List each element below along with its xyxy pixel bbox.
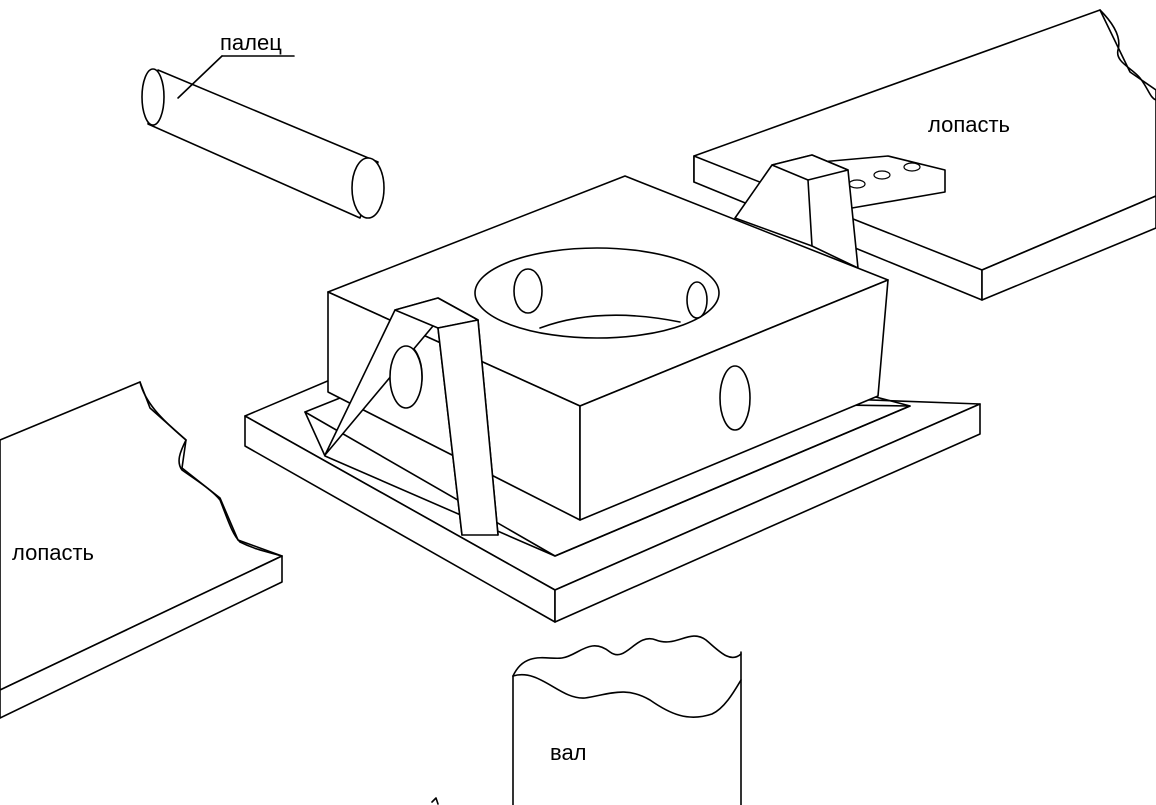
blade-right-label: лопасть <box>928 112 1011 137</box>
pin-label: палец <box>220 30 282 55</box>
blade-left-label: лопасть <box>12 540 95 565</box>
front-lug <box>324 297 499 536</box>
blade-left <box>0 381 283 719</box>
back-lug <box>734 154 859 269</box>
shaft <box>512 635 742 805</box>
stray-mark <box>431 797 439 805</box>
shaft-label: вал <box>550 740 587 765</box>
pin <box>141 55 385 219</box>
